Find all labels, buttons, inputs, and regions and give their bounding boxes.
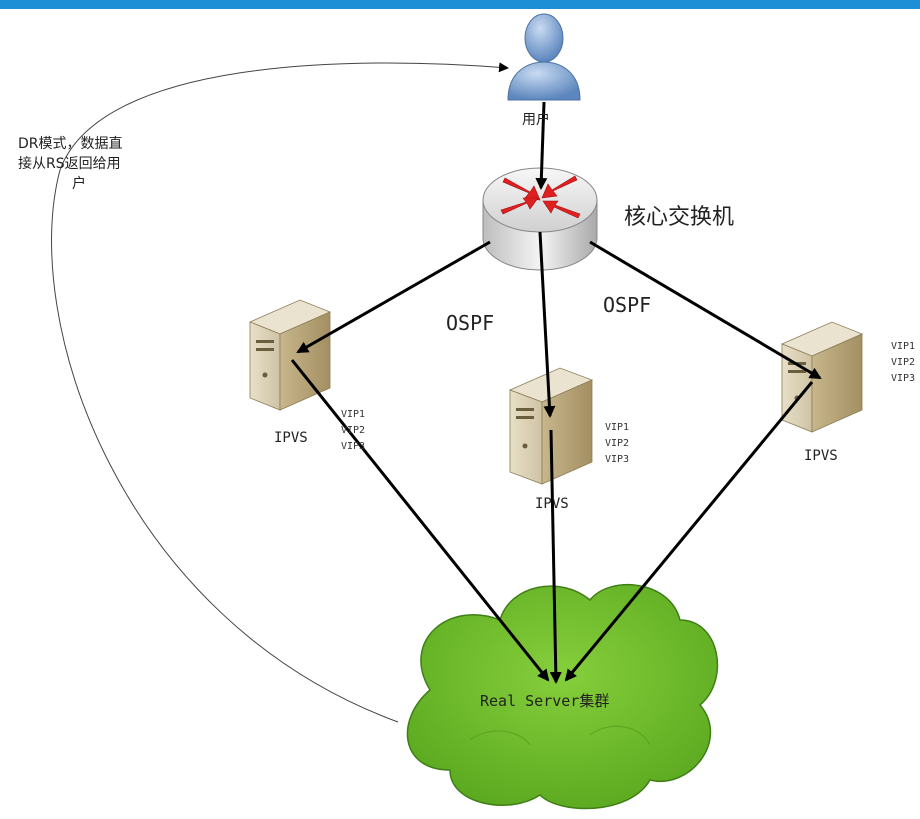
vip-right-2: VIP2 xyxy=(891,357,915,368)
top-accent-bar xyxy=(0,0,920,9)
dr-note-line-3: 户 xyxy=(72,175,86,192)
ospf-label-right: OSPF xyxy=(603,293,651,317)
vip-right-1: VIP1 xyxy=(891,341,915,352)
ipvs-label-right: IPVS xyxy=(804,448,838,464)
core-switch-label: 核心交换机 xyxy=(624,205,734,230)
vip-center-1: VIP1 xyxy=(605,422,629,433)
real-server-cluster-label: Real Server集群 xyxy=(480,692,609,710)
dr-note-line-2: 接从RS返回给用 xyxy=(18,155,121,172)
vip-center-2: VIP2 xyxy=(605,438,629,449)
dr-return-path xyxy=(51,62,509,723)
arrow-switch-to-left-ipvs xyxy=(296,240,491,354)
vip-left-2: VIP2 xyxy=(341,425,365,436)
arrow-right-ipvs-to-cluster xyxy=(564,381,814,682)
real-server-cloud xyxy=(406,583,719,810)
arrow-center-ipvs-to-cluster xyxy=(549,429,562,684)
ipvs-label-left: IPVS xyxy=(274,430,308,446)
ipvs-server-left-icon xyxy=(248,299,332,411)
ipvs-server-right-icon xyxy=(780,321,864,433)
ospf-label-left: OSPF xyxy=(446,311,494,335)
user-icon xyxy=(507,13,581,101)
vip-left-3: VIP3 xyxy=(341,441,365,452)
arrow-user-to-switch xyxy=(535,101,548,190)
vip-right-3: VIP3 xyxy=(891,373,915,384)
arrow-left-ipvs-to-cluster xyxy=(290,359,550,682)
arrow-switch-to-right-ipvs xyxy=(589,240,822,380)
arrow-switch-to-center-ipvs xyxy=(538,231,556,418)
dr-note-line-1: DR模式，数据直 xyxy=(18,135,123,152)
vip-center-3: VIP3 xyxy=(605,454,629,465)
vip-left-1: VIP1 xyxy=(341,409,365,420)
user-label: 用户 xyxy=(522,111,550,128)
ipvs-label-center: IPVS xyxy=(535,496,569,512)
